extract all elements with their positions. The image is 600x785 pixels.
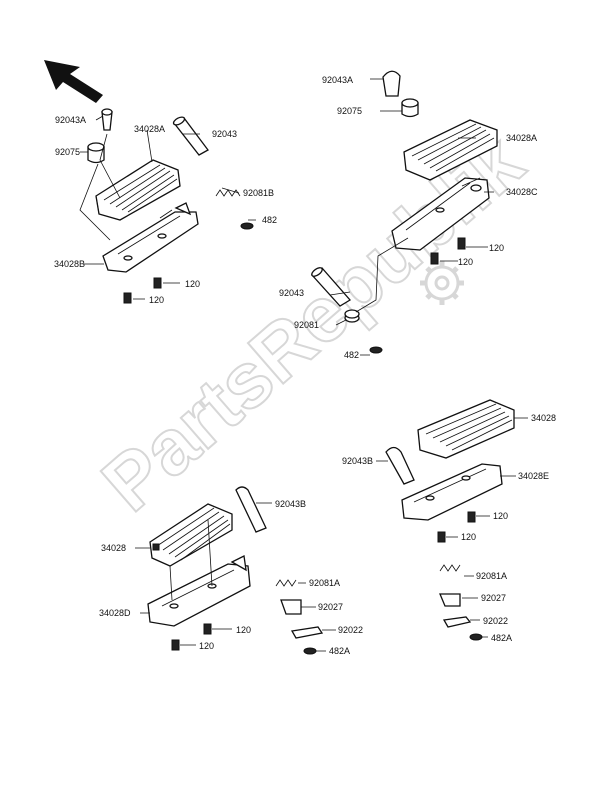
label-92081B: 92081B [243,188,274,198]
assembly-rear-right: 34028 92043B 34028E 120 120 92081A 92027… [342,399,556,643]
plate-92022 [442,616,472,628]
bolt-120a [457,237,466,250]
bolt-120b [430,252,439,265]
label-120-a: 120 [185,279,200,289]
label-482: 482 [262,215,277,225]
collar-92075 [401,98,419,118]
label-34028C: 34028C [506,187,538,197]
label-92075: 92075 [55,147,80,157]
label-482: 482 [344,350,359,360]
pin-92043B [385,446,415,485]
bolt-482 [369,346,383,354]
spring-92081 [344,309,360,323]
label-92043A: 92043A [55,115,86,125]
label-92081A: 92081A [476,571,507,581]
label-120-b: 120 [461,532,476,542]
bracket-34028C [391,177,490,251]
label-34028: 34028 [531,413,556,423]
pin-92043B [235,486,267,533]
pin-92043A [382,70,401,97]
bracket-34028D [147,555,251,627]
label-92081: 92081 [294,320,319,330]
rubber-34028 [417,399,515,459]
label-34028E: 34028E [518,471,549,481]
label-92043: 92043 [212,129,237,139]
spring-92081A [439,564,461,572]
label-120-a: 120 [489,243,504,253]
assembly-rear-left: 92043B 34028 92081A 92027 34028D 92022 1… [99,486,363,656]
rubber-34028 [149,503,233,567]
label-92075: 92075 [337,106,362,116]
bolt-482 [240,222,254,230]
pin-92043 [172,116,209,156]
assembly-front-right: 92043A 92075 34028A 34028C 120 120 92043… [279,70,538,360]
label-34028: 34028 [101,543,126,553]
direction-arrow-icon [44,60,103,103]
spring-92081A [275,579,297,587]
label-92022: 92022 [338,625,363,635]
label-34028A: 34028A [506,133,537,143]
label-120-b: 120 [149,295,164,305]
bolt-120b [171,639,180,651]
label-34028A: 34028A [134,124,165,134]
pin-92043A [101,108,113,131]
label-120-a: 120 [236,625,251,635]
label-92043: 92043 [279,288,304,298]
watermark-gear-icon [420,261,464,305]
label-92022: 92022 [483,616,508,626]
assembly-front-left: 92043A 92075 34028A 92043 92081B 482 340… [54,108,277,305]
bolt-120b [123,292,132,304]
label-482A: 482A [329,646,350,656]
label-92043B: 92043B [342,456,373,466]
pivot-92027 [280,599,302,615]
label-92043A: 92043A [322,75,353,85]
bracket-34028E [401,463,503,521]
label-92027: 92027 [318,602,343,612]
bolt-482A [469,633,483,641]
rubber-34028A [95,159,181,221]
bolt-120a [467,511,476,523]
pivot-92027 [439,593,461,607]
rubber-34028A [403,119,498,181]
label-34028B: 34028B [54,259,85,269]
label-482A: 482A [491,633,512,643]
label-92081A: 92081A [309,578,340,588]
bolt-120a [153,277,162,289]
spring-92081B [215,189,241,197]
label-34028D: 34028D [99,608,131,618]
label-120-b: 120 [458,257,473,267]
label-120-a: 120 [493,511,508,521]
label-120-b: 120 [199,641,214,651]
bracket-34028B [102,202,199,273]
pin-92043 [311,267,352,307]
bolt-120a [203,623,212,635]
label-92043B: 92043B [275,499,306,509]
bolt-482A [303,647,317,655]
bolt-120b [437,531,446,543]
label-92027: 92027 [481,593,506,603]
plate-92022 [290,626,324,639]
